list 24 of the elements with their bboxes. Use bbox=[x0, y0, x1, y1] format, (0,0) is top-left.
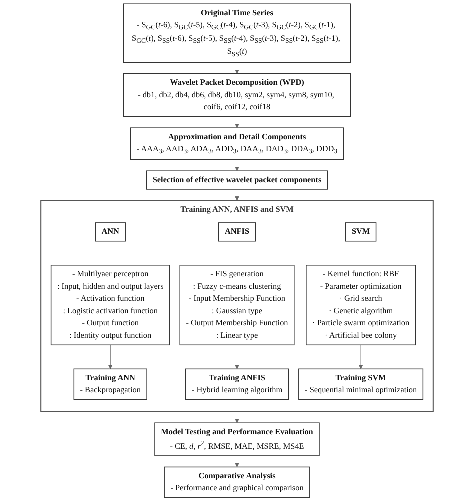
node-box: Training SVM - Sequential minimal optimization bbox=[298, 368, 424, 400]
node-box: Training ANN - Backpropagation bbox=[74, 368, 148, 400]
arrow bbox=[234, 116, 240, 128]
node-box: Original Time Series - S$_{GC}$(t-6), S$_{GC}$(t-5), S$_{GC}$(t-4), S$_{GC}$(t-3), S$_{GC}$(t-2), S$_{GC}$(t-1), S$_{GC}$(t), S$_{SS}$(t-6), S$_{SS}$(t-5), S$_{SS}$(t-4), S$_{SS}$(t-3), S$_{SS}$(t-2), S$_{SS}$(t-1), S$_{SS}$(t) bbox=[123, 4, 351, 63]
arrow bbox=[234, 62, 240, 74]
node-box: ANN bbox=[94, 222, 126, 242]
arrow bbox=[234, 456, 240, 468]
node-box: Selection of effective wavelet packet components bbox=[146, 170, 328, 190]
arrow bbox=[234, 189, 240, 201]
arrow bbox=[234, 160, 240, 172]
arrow bbox=[234, 412, 240, 424]
node-box: - Kernel function: RBF - Parameter optimization · Grid search · Genetic algorithm · Particle swarm optimization · Artificial bee colony bbox=[306, 265, 416, 346]
node-box: Comparative Analysis - Performance and graphical comparison bbox=[164, 466, 310, 498]
node-box: ANFIS bbox=[218, 222, 256, 242]
arrow bbox=[234, 344, 240, 370]
arrow bbox=[358, 344, 364, 370]
node-box: Model Testing and Performance Evaluation - CE, d, r$^{2}$, RMSE, MAE, MSRE, MS4E bbox=[154, 422, 320, 456]
node-box: Wavelet Packet Decomposition (WPD) - db1, db2, db4, db6, db8, db10, sym2, sym4, sym8, sym10, coif6, coif12, coif18 bbox=[123, 74, 351, 118]
node-box: SVM bbox=[345, 222, 376, 242]
node-box: - Multilyaer perceptron : Input, hidden and output layers - Activation function : Logistic activation function - Output function : Identity output function bbox=[50, 265, 170, 346]
arrow bbox=[108, 344, 113, 370]
node-box: Approximation and Detail Components - AAA$_{3}$, AAD$_{3}$, ADA$_{3}$, ADD$_{3}$, DAA$_{3}$, DAD$_{3}$, DDA$_{3}$, DDD$_{3}$ bbox=[130, 128, 344, 160]
node-box: - FIS generation : Fuzzy c-means clustering - Input Membership Function : Gaussian type - Output Membership Function : Linear type bbox=[179, 265, 295, 346]
node-box: Training ANFIS - Hybrid learning algorithm bbox=[185, 368, 289, 400]
